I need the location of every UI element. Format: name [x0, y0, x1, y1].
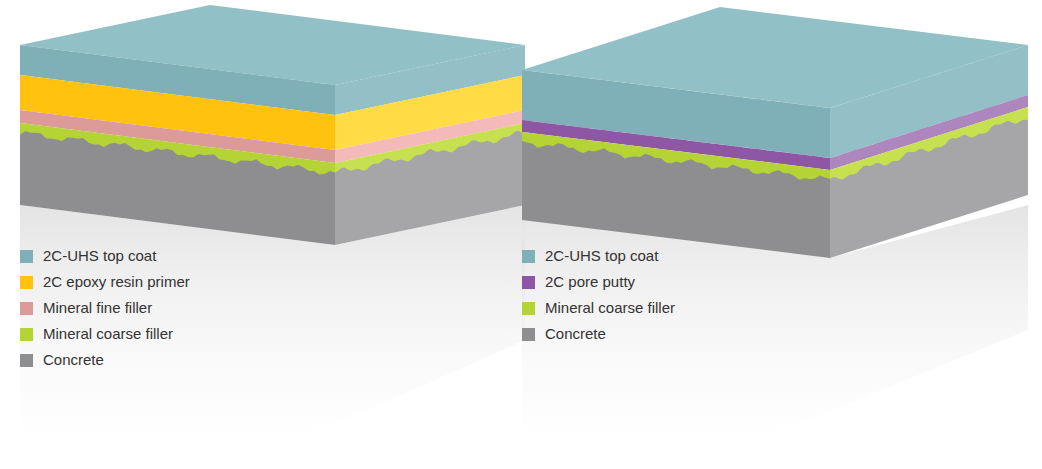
legend-entry: Mineral fine filler [20, 299, 152, 317]
legend-swatch [522, 276, 535, 289]
floor-shadow [20, 205, 525, 440]
legend-label: Concrete [545, 325, 606, 343]
legend-entry: Mineral coarse filler [20, 325, 173, 343]
legend-entry: 2C pore putty [522, 273, 635, 291]
layer-side [830, 120, 1028, 258]
legend-entry: 2C epoxy resin primer [20, 273, 190, 291]
legend-label: 2C epoxy resin primer [43, 273, 190, 291]
legend-label: Mineral coarse filler [43, 325, 173, 343]
legend-label: 2C-UHS top coat [545, 247, 658, 265]
legend-label: 2C-UHS top coat [43, 247, 156, 265]
legend-entry: 2C-UHS top coat [20, 247, 156, 265]
legend-label: Mineral fine filler [43, 299, 152, 317]
layer-side [335, 131, 525, 245]
legend-swatch [522, 302, 535, 315]
legend-swatch [20, 276, 33, 289]
legend-label: Mineral coarse filler [545, 299, 675, 317]
legend-swatch [20, 250, 33, 263]
legend-swatch [522, 250, 535, 263]
layer-front [20, 131, 335, 245]
legend-swatch [20, 302, 33, 315]
layer-front [522, 141, 830, 258]
legend-entry: Mineral coarse filler [522, 299, 675, 317]
legend-entry: Concrete [20, 351, 104, 369]
legend-entry: 2C-UHS top coat [522, 247, 658, 265]
legend-swatch [20, 328, 33, 341]
legend-label: Concrete [43, 351, 104, 369]
legend-swatch [522, 328, 535, 341]
legend-label: 2C pore putty [545, 273, 635, 291]
layer-blocks [20, 5, 1028, 258]
legend-swatch [20, 354, 33, 367]
legend-entry: Concrete [522, 325, 606, 343]
